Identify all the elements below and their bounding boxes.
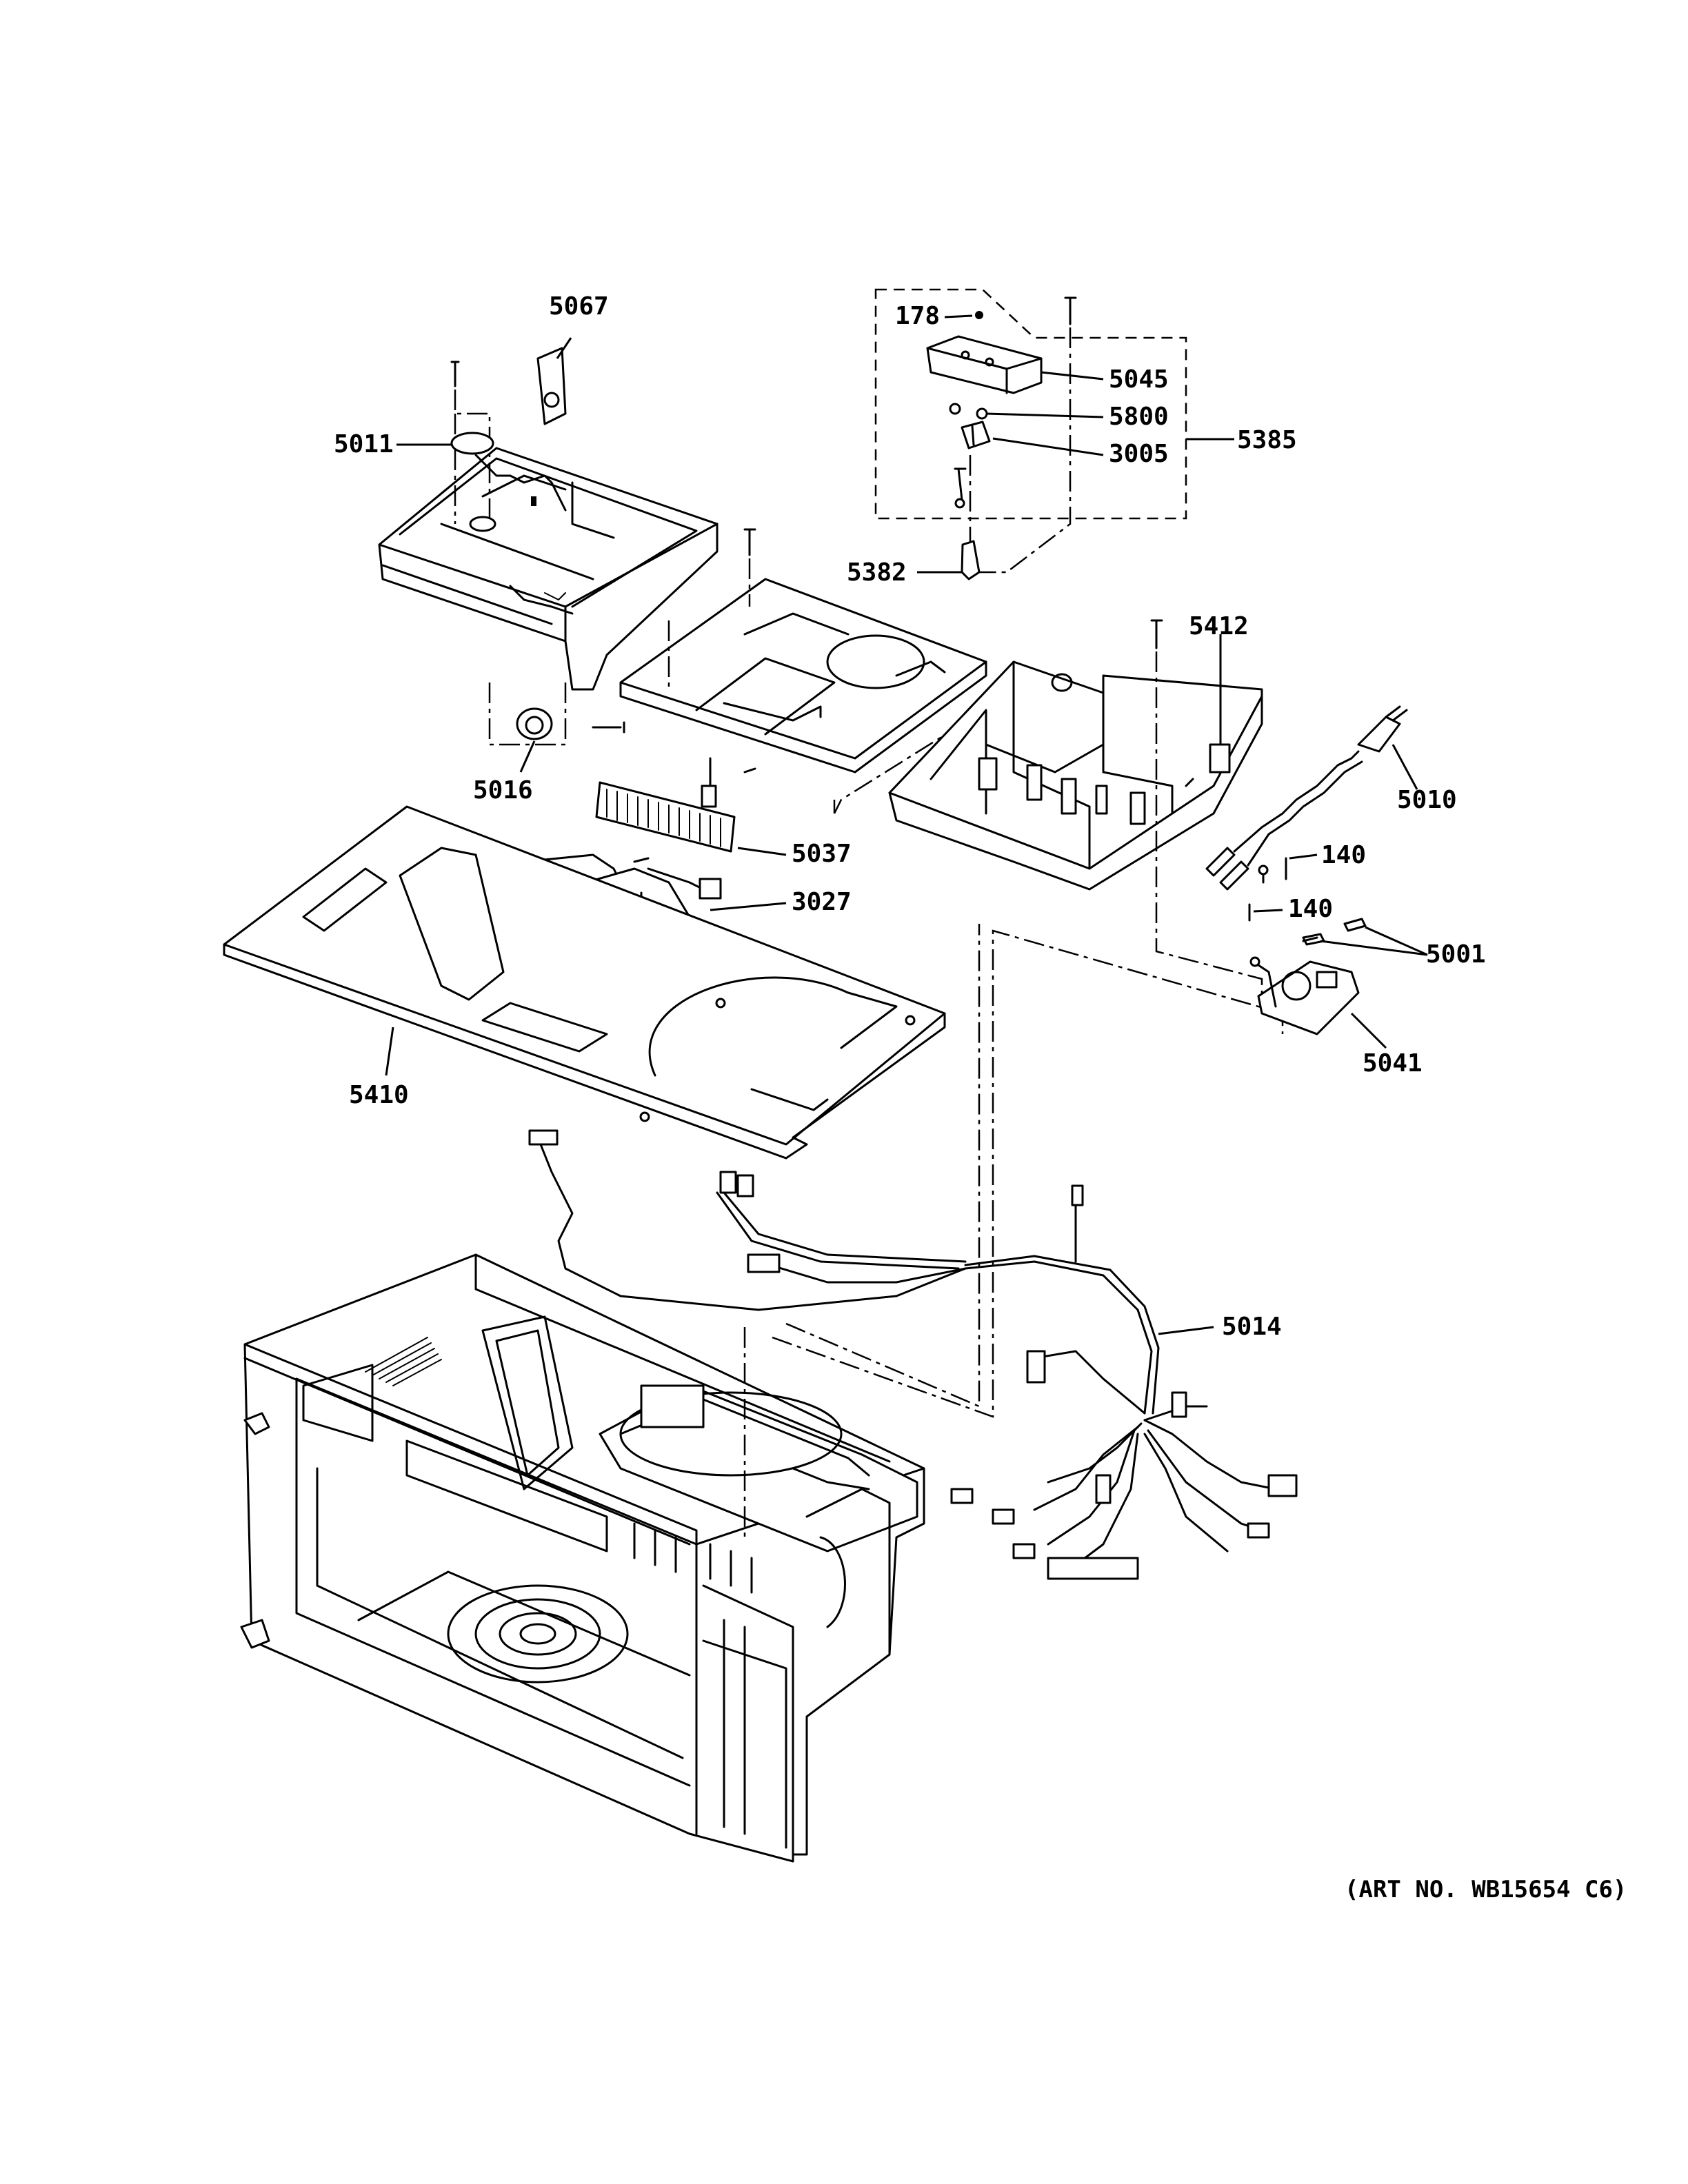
callout-5001[interactable]: 5001 [1426,940,1486,969]
filter-5037[interactable] [595,781,736,853]
callout-5014[interactable]: 5014 [1222,1313,1282,1341]
art-number: (ART NO. WB15654 C6) [1345,1876,1627,1903]
wiring-harness-5014[interactable] [528,1129,1298,1580]
callout-5037[interactable]: 5037 [792,840,852,868]
plate-5410[interactable] [223,805,946,1160]
vent-grille [365,1337,442,1386]
callout-5011[interactable]: 5011 [334,430,394,458]
door-switch-3005[interactable] [961,421,991,449]
damper-housing[interactable] [378,447,719,691]
callout-5016[interactable]: 5016 [473,776,533,805]
oven-cavity[interactable] [240,1253,925,1863]
callout-5412[interactable]: 5412 [1189,612,1249,640]
callout-5010[interactable]: 5010 [1397,786,1457,814]
control-box-5412[interactable] [888,660,1263,891]
screw-5011 [450,361,460,387]
callout-5385[interactable]: 5385 [1237,426,1297,454]
callout-3005[interactable]: 3005 [1109,440,1169,468]
callout-140-upper[interactable]: 140 [1321,841,1366,869]
actuator-5382[interactable] [961,540,981,580]
callout-5045[interactable]: 5045 [1109,365,1169,394]
assembly-5385-boundary [874,288,1187,520]
bracket-5067[interactable] [536,347,567,425]
callout-5041[interactable]: 5041 [1363,1049,1423,1078]
callout-5410[interactable]: 5410 [349,1081,409,1109]
mounting-plate[interactable] [619,578,987,808]
callout-178[interactable]: 178 [895,302,940,330]
damper-door-5016[interactable] [516,707,625,740]
callout-5067[interactable]: 5067 [549,292,609,321]
callout-3027[interactable]: 3027 [792,888,852,916]
switch-bracket-5045[interactable] [926,335,1043,394]
damper-motor[interactable] [450,432,567,512]
board-5041[interactable] [1249,956,1360,1035]
power-cord-5010[interactable] [1205,705,1408,891]
callout-5382[interactable]: 5382 [847,558,907,587]
callout-140-lower[interactable]: 140 [1288,895,1333,923]
callout-5800[interactable]: 5800 [1109,403,1169,431]
